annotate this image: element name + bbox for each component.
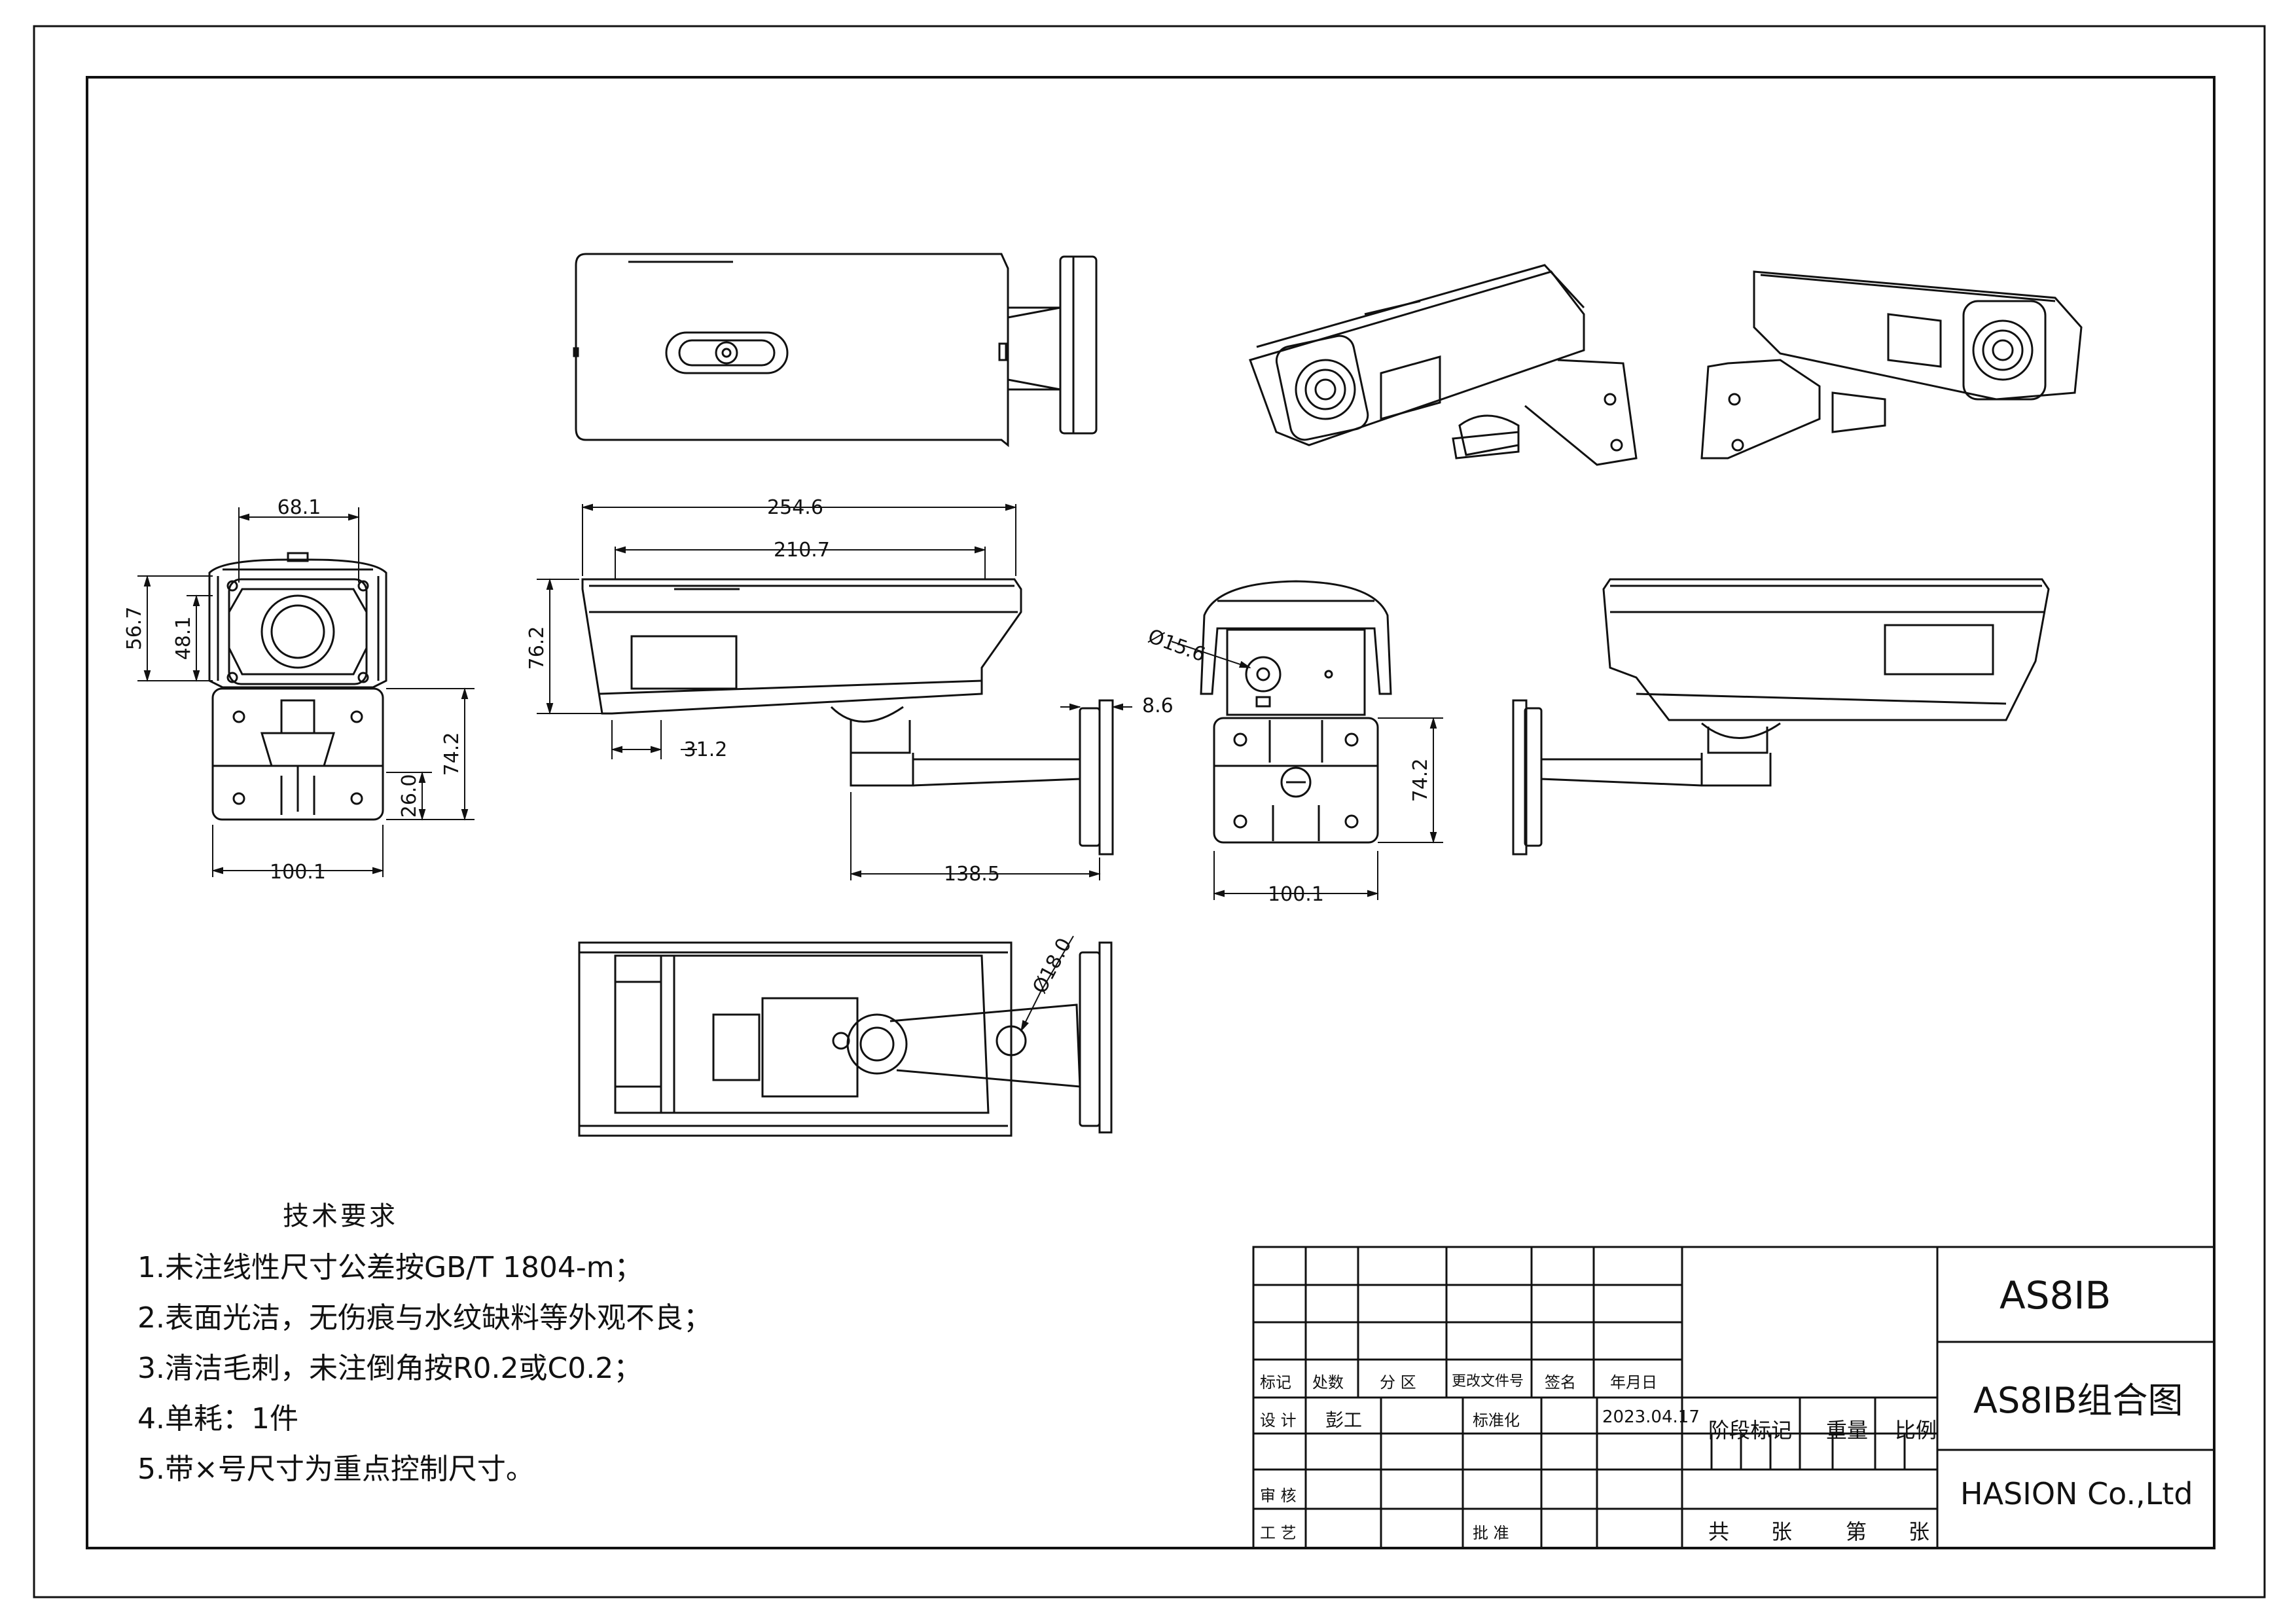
dim-bottom-hole-dia: Ø18.0 — [1028, 934, 1076, 997]
process-label: 工 艺 — [1260, 1524, 1297, 1542]
dim-side-total-length: 254.6 — [767, 496, 823, 519]
note-item: 3.清洁毛刺，未注倒角按R0.2或C0.2； — [137, 1352, 643, 1385]
front-view — [208, 552, 387, 821]
design-label: 设 计 — [1260, 1411, 1297, 1430]
hdr-change-doc: 更改文件号 — [1452, 1373, 1524, 1390]
side-view-mirrored — [1512, 578, 2050, 856]
outer-border — [33, 25, 2266, 1598]
side-view — [581, 578, 1114, 856]
part-number: AS8IB — [2000, 1273, 2111, 1318]
weight-label: 重量 — [1826, 1418, 1869, 1443]
drawing-name: AS8IB组合图 — [1973, 1380, 2183, 1421]
dim-front-bracket-height: 26.0 — [398, 774, 421, 818]
hdr-date: 年月日 — [1610, 1373, 1657, 1392]
iso-view-right — [1700, 270, 2083, 460]
dim-rear-base-width: 100.1 — [1268, 883, 1324, 906]
dim-side-body-length: 210.7 — [774, 539, 830, 562]
dim-side-height: 76.2 — [526, 626, 548, 670]
dim-front-base-width: 100.1 — [270, 861, 326, 884]
dim-side-front-offset: 31.2 — [684, 738, 728, 761]
total-sheets-label: 共 张 — [1708, 1519, 1793, 1544]
rear-view — [1200, 580, 1392, 844]
stage-mark-label: 阶段标记 — [1708, 1418, 1793, 1443]
dim-front-width-top: 68.1 — [278, 496, 321, 519]
notes-title: 技术要求 — [283, 1201, 398, 1231]
note-item: 5.带×号尺寸为重点控制尺寸。 — [137, 1453, 535, 1486]
note-item: 4.单耗：1件 — [137, 1402, 298, 1435]
dim-front-height-inner: 48.1 — [172, 617, 195, 660]
bottom-view — [578, 941, 1113, 1137]
note-item: 1.未注线性尺寸公差按GB/T 1804-m； — [137, 1251, 643, 1284]
hdr-zone: 分 区 — [1380, 1373, 1416, 1392]
scale-label: 比例 — [1895, 1418, 1937, 1443]
iso-view-left — [1249, 264, 1638, 466]
inner-border — [86, 76, 2215, 1549]
dim-front-height-outer: 56.7 — [123, 607, 146, 651]
review-label: 审 核 — [1260, 1487, 1297, 1505]
dim-rear-base-height: 74.2 — [1409, 759, 1432, 803]
hdr-sign: 签名 — [1545, 1373, 1576, 1392]
hdr-mark: 标记 — [1260, 1373, 1291, 1392]
design-date: 2023.04.17 — [1602, 1407, 1700, 1427]
hdr-count: 处数 — [1312, 1373, 1344, 1392]
note-item: 2.表面光洁，无伤痕与水纹缺料等外观不良； — [137, 1301, 712, 1335]
standard-label: 标准化 — [1473, 1411, 1520, 1430]
approve-label: 批 准 — [1473, 1524, 1509, 1542]
title-block-grid — [1252, 1246, 2215, 1549]
dim-rear-hole-dia: Ø15.6 — [1145, 625, 1208, 667]
dimension-lines — [137, 503, 1443, 1032]
dimension-labels: 68.1 56.7 48.1 26.0 74.2 100.1 254.6 210… — [123, 496, 1432, 998]
top-view — [573, 253, 1098, 448]
dim-side-plate-thickness: 8.6 — [1142, 695, 1174, 717]
company-name: HASION Co.,Ltd — [1960, 1476, 2193, 1511]
sheet-number-label: 第 张 — [1846, 1519, 1930, 1544]
dim-side-arm-length: 138.5 — [944, 863, 1000, 886]
dim-front-total-height: 74.2 — [440, 732, 463, 776]
designer-name: 彭工 — [1325, 1409, 1363, 1431]
